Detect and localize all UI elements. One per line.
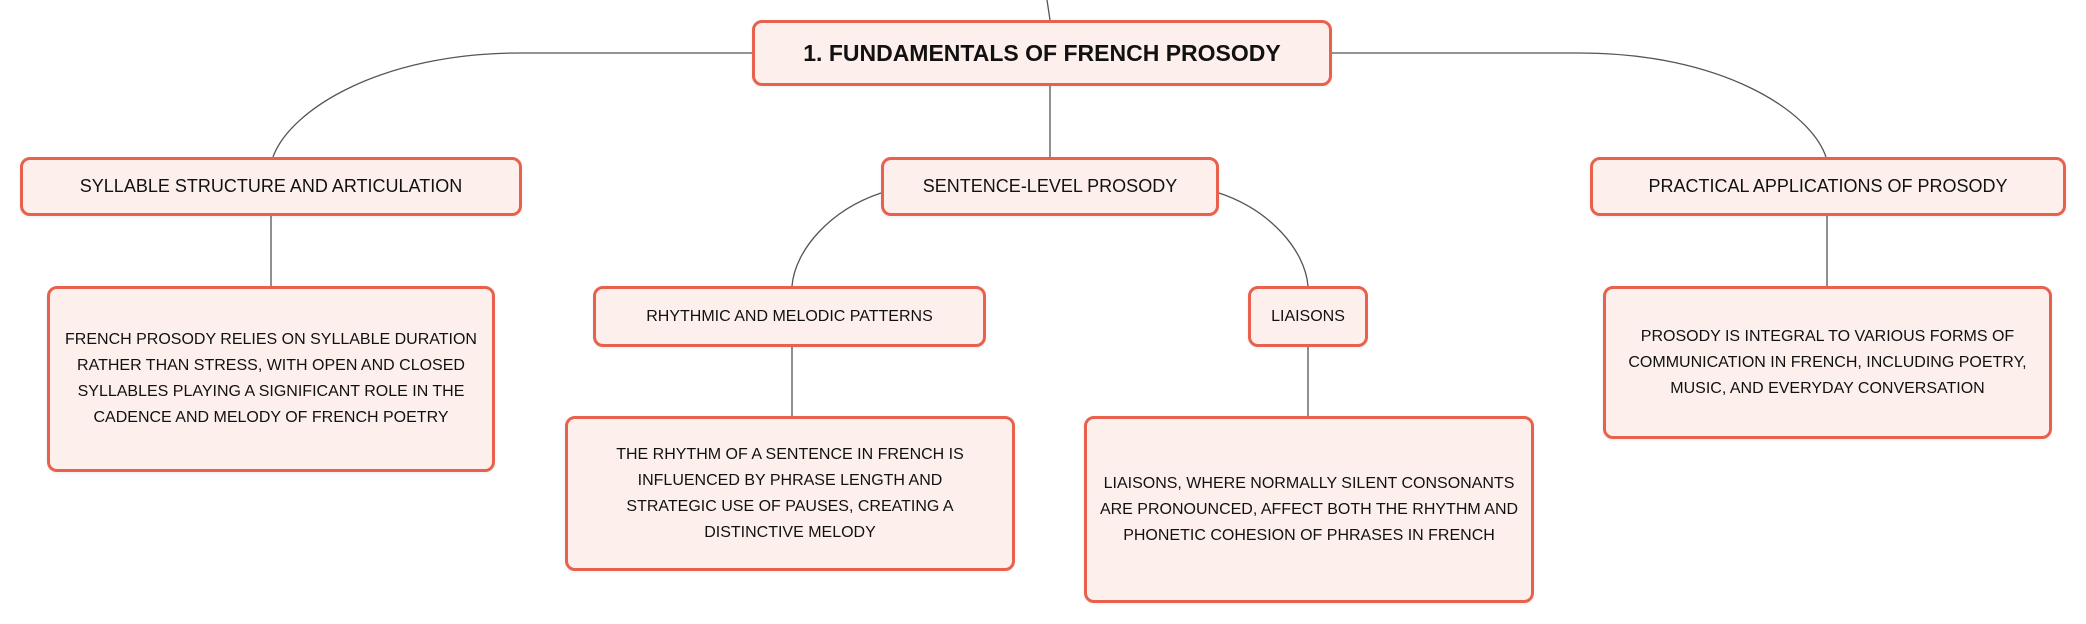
edge-parent-root (1046, 0, 1051, 21)
detail-text: FRENCH PROSODY RELIES ON SYLLABLE DURATI… (65, 331, 477, 426)
root-label: 1. FUNDAMENTALS OF FRENCH PROSODY (803, 39, 1281, 66)
practical-detail[interactable]: PROSODY IS INTEGRAL TO VARIOUS FORMS OF … (1603, 286, 2052, 439)
topic-sentence[interactable]: SENTENCE-LEVEL PROSODY (881, 157, 1219, 216)
detail-text: LIAISONS, WHERE NORMALLY SILENT CONSONAN… (1099, 474, 1519, 544)
topic-syllable[interactable]: SYLLABLE STRUCTURE AND ARTICULATION (20, 157, 522, 216)
subtopic-rhythmic[interactable]: RHYTHMIC AND MELODIC PATTERNS (593, 286, 986, 347)
detail-text: PROSODY IS INTEGRAL TO VARIOUS FORMS OF … (1628, 327, 2027, 397)
subtopic-liaisons[interactable]: LIAISONS (1248, 286, 1368, 347)
topic-label: SYLLABLE STRUCTURE AND ARTICULATION (79, 176, 463, 196)
edge-root-practical (1332, 52, 1827, 158)
liaisons-detail[interactable]: LIAISONS, WHERE NORMALLY SILENT CONSONAN… (1084, 416, 1534, 603)
topic-practical[interactable]: PRACTICAL APPLICATIONS OF PROSODY (1590, 157, 2066, 216)
edge-sentence-liaisons (1218, 192, 1309, 287)
subtopic-label: RHYTHMIC AND MELODIC PATTERNS (646, 307, 933, 325)
topic-label: PRACTICAL APPLICATIONS OF PROSODY (1648, 176, 2008, 196)
rhythmic-detail[interactable]: THE RHYTHM OF A SENTENCE IN FRENCH IS IN… (565, 416, 1015, 571)
detail-text: THE RHYTHM OF A SENTENCE IN FRENCH IS IN… (616, 445, 964, 541)
topic-label: SENTENCE-LEVEL PROSODY (922, 176, 1178, 196)
subtopic-label: LIAISONS (1271, 307, 1345, 325)
edge-sentence-rhythmic (791, 192, 882, 287)
edge-root-syllable (272, 52, 752, 158)
root-node[interactable]: 1. FUNDAMENTALS OF FRENCH PROSODY (752, 20, 1332, 86)
syllable-detail[interactable]: FRENCH PROSODY RELIES ON SYLLABLE DURATI… (47, 286, 495, 472)
